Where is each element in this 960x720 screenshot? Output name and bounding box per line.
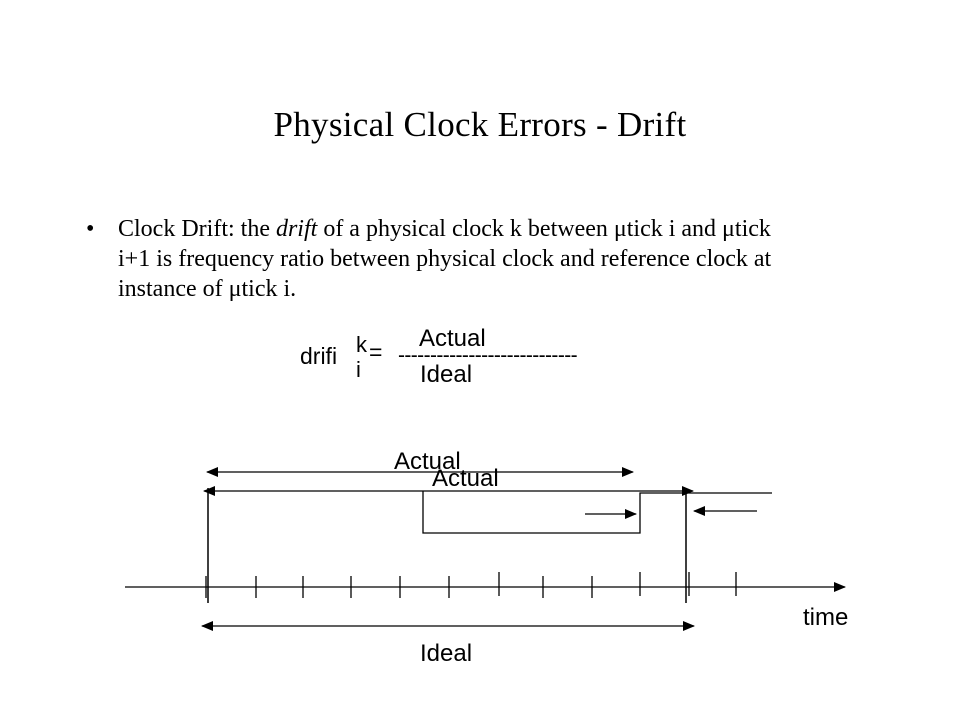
formula-subscript: i	[356, 357, 361, 382]
drift-term: drift	[275, 216, 318, 242]
bullet-text: Clock Drift: the drift of a physical clo…	[118, 214, 878, 304]
formula-fraction-bar: ----------------------------	[398, 344, 578, 367]
clock-signal-waveform	[422, 491, 772, 534]
formula-denominator: Ideal	[420, 361, 473, 388]
ideal-label: Ideal	[420, 640, 473, 667]
bullet-marker: •	[86, 216, 95, 242]
bullet-line-3: instance of μtick i.	[118, 276, 297, 302]
actual-top-label: Actual	[394, 448, 461, 475]
formula-numerator: Actual	[419, 325, 486, 352]
formula-superscript: k	[356, 332, 367, 357]
bullet-line-1-start: Clock Drift: the	[118, 216, 276, 242]
slide-title: Physical Clock Errors - Drift	[273, 105, 687, 144]
bullet-line-2: i+1 is frequency ratio between physical …	[118, 246, 772, 272]
time-axis-label: time	[803, 604, 849, 631]
time-axis-ticks	[205, 572, 737, 598]
formula-lhs: drifi	[300, 343, 338, 369]
bullet-line-1: Clock Drift: the drift of a physical clo…	[118, 214, 878, 244]
actual-second-label: Actual	[432, 465, 499, 492]
formula-equals: =	[369, 339, 383, 365]
bullet-line-1-end: of a physical clock k between μtick i an…	[317, 216, 771, 242]
